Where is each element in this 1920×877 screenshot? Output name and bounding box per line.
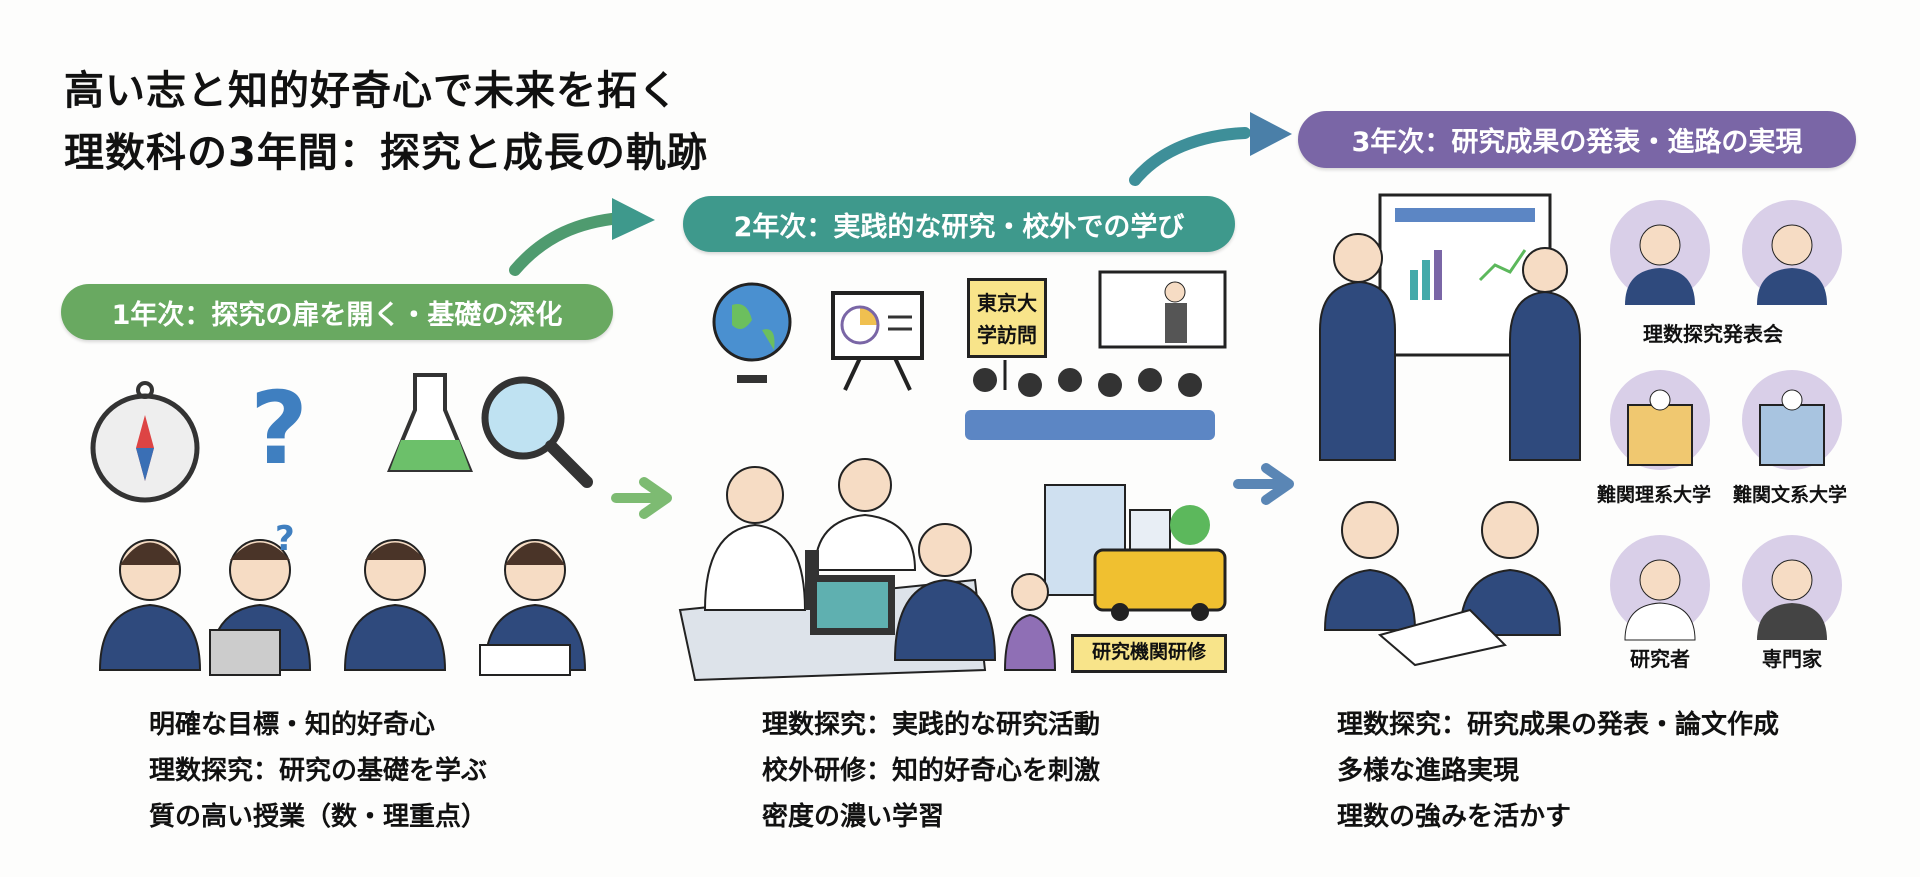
science-university-label: 難関理系大学	[1597, 484, 1712, 506]
magnifier-icon	[481, 376, 593, 488]
stage-2-pill: 2年次：実践的な研究・校外での学び	[683, 196, 1235, 252]
student-avatar-girl	[1610, 200, 1710, 305]
researcher-avatar	[1610, 535, 1710, 641]
svg-text:?: ?	[275, 519, 295, 559]
research-institute-illustration	[1003, 484, 1227, 671]
lecture-hall-illustration	[965, 270, 1227, 440]
expert-label: 専門家	[1762, 647, 1822, 671]
stage-3-pill: 3年次：研究成果の発表・進路の実現	[1298, 111, 1856, 168]
point: 質の高い授業（数・理重点）	[149, 802, 488, 832]
point: 密度の濃い学習	[762, 802, 945, 832]
point: 理数探究：研究の基礎を学ぶ	[149, 756, 488, 786]
science-university-building-icon	[1610, 370, 1710, 470]
thesis-writing-illustration	[1323, 501, 1562, 667]
flask-icon	[387, 373, 473, 472]
researcher-label: 研究者	[1630, 647, 1690, 671]
humanities-university-building-icon	[1742, 370, 1842, 470]
expert-avatar	[1742, 535, 1842, 640]
tokyo-university-visit-sign: 東京大学訪問	[967, 278, 1047, 358]
presentation-illustration	[1319, 193, 1581, 461]
point: 多様な進路実現	[1337, 756, 1520, 786]
stage-1-pill: 1年次：探究の扉を開く・基礎の深化	[61, 284, 613, 340]
subtitle: 理数科の3年間：探究と成長の軌跡	[64, 130, 708, 176]
blue-forward-arrow-icon	[1233, 463, 1294, 505]
research-institute-training-sign: 研究機関研修	[1071, 634, 1227, 673]
point: 理数の強みを活かす	[1337, 802, 1572, 832]
compass-icon	[90, 381, 200, 503]
point: 理数探究：研究成果の発表・論文作成	[1337, 710, 1780, 740]
stage-3-points: 理数探究：研究成果の発表・論文作成 多様な進路実現 理数の強みを活かす	[1337, 702, 1779, 840]
green-forward-arrow-icon	[611, 477, 672, 519]
globe-icon	[712, 282, 792, 383]
point: 理数探究：実践的な研究活動	[762, 710, 1101, 740]
students-studying-illustration: ?	[98, 519, 587, 676]
stage-2-points: 理数探究：実践的な研究活動 校外研修：知的好奇心を刺激 密度の濃い学習	[762, 702, 1100, 840]
point: 明確な目標・知的好奇心	[149, 710, 436, 740]
student-avatar-boy	[1742, 200, 1842, 305]
question-mark-icon: ?	[250, 370, 309, 487]
stage-1-points: 明確な目標・知的好奇心 理数探究：研究の基礎を学ぶ 質の高い授業（数・理重点）	[149, 702, 487, 840]
lab-research-illustration	[678, 458, 997, 682]
easel-chart-icon	[831, 291, 924, 391]
main-title: 高い志と知的好奇心で未来を拓く	[64, 68, 679, 114]
point: 校外研修：知的好奇心を刺激	[762, 756, 1101, 786]
presentation-meeting-label: 理数探究発表会	[1643, 322, 1783, 346]
humanities-university-label: 難関文系大学	[1733, 484, 1848, 506]
